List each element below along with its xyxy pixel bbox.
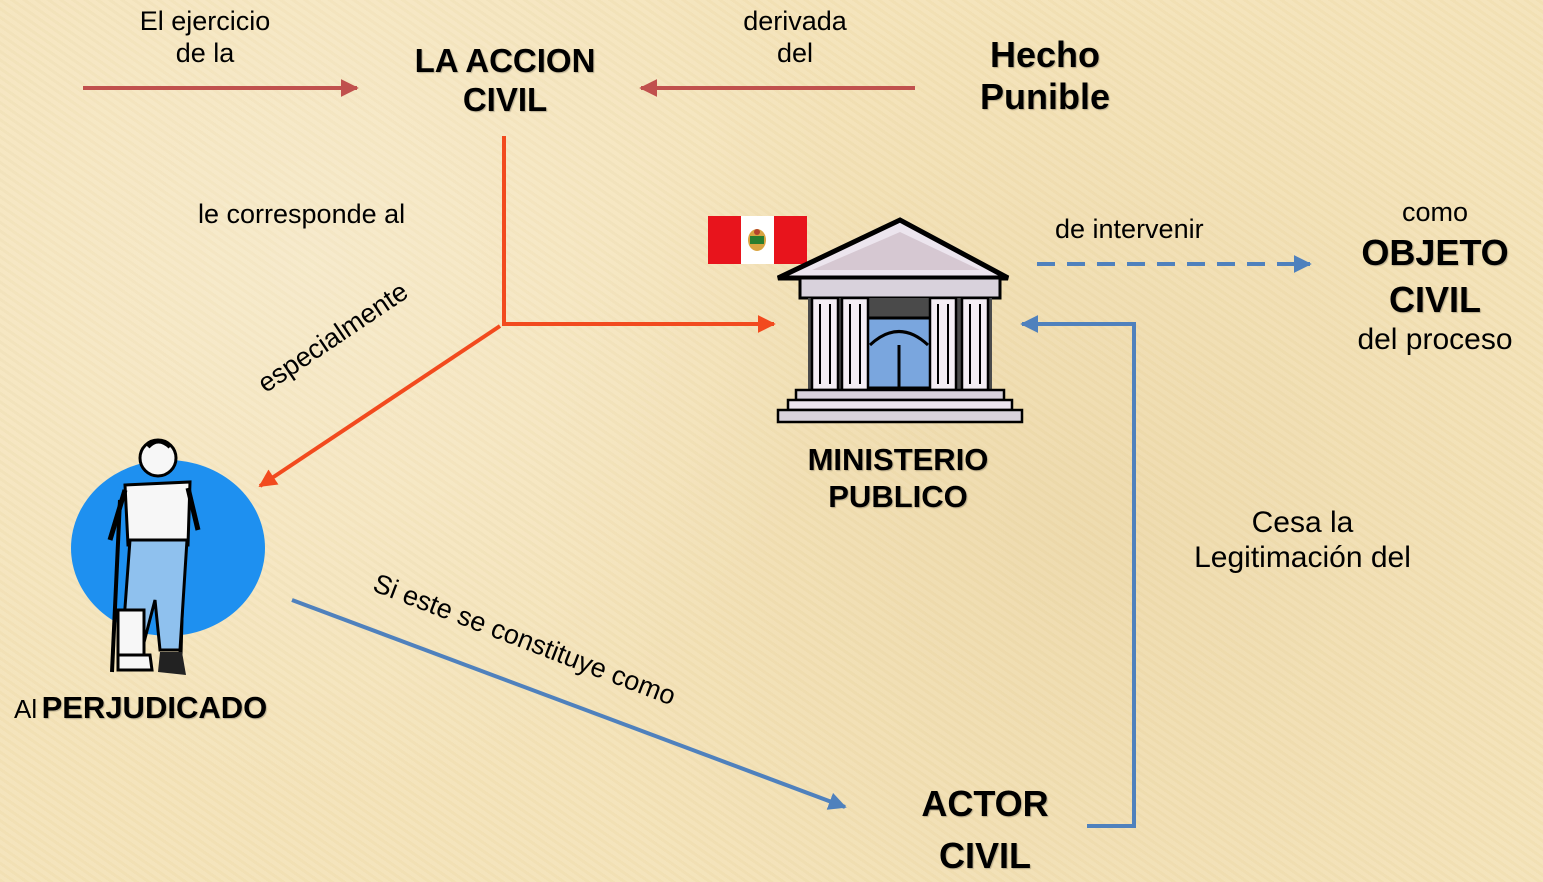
node-actor-civil: ACTOR CIVIL xyxy=(890,778,1080,882)
arrow-cesa xyxy=(1020,315,1136,828)
government-building-icon xyxy=(776,217,1024,424)
ejercicio-line2: de la xyxy=(175,37,235,68)
node-ministerio-publico: MINISTERIO PUBLICO xyxy=(773,442,1023,515)
accion-civil-line2: CIVIL xyxy=(462,80,548,118)
ejercicio-line1: El ejercicio xyxy=(139,6,271,36)
ministerio-publico-line1: MINISTERIO xyxy=(807,442,989,477)
label-intervenir: de intervenir xyxy=(1055,214,1204,244)
arrow-corresponde xyxy=(502,136,776,333)
perjudicado-main: PERJUDICADO xyxy=(41,690,268,725)
cesa-line1: Cesa la xyxy=(1251,506,1354,539)
arrow-especialmente xyxy=(258,324,502,488)
label-ejercicio: El ejercicio de la xyxy=(110,6,300,70)
cesa-line2: Legitimación del xyxy=(1194,541,1411,575)
derivada-line2: del xyxy=(776,37,814,68)
objeto-civil-line2: CIVIL xyxy=(1388,279,1481,321)
node-hecho-punible: Hecho Punible xyxy=(955,34,1135,119)
actor-civil-line2: CIVIL xyxy=(938,835,1031,877)
injured-person-icon xyxy=(71,438,265,675)
hecho-punible-line2: Punible xyxy=(979,76,1110,118)
objeto-civil-pre: como xyxy=(1401,197,1469,227)
perjudicado-pre: Al xyxy=(14,694,38,724)
node-accion-civil: LA ACCION CIVIL xyxy=(400,42,610,120)
accion-civil-line1: LA ACCION xyxy=(414,42,596,79)
node-objeto-civil: como OBJETO CIVIL del proceso xyxy=(1335,197,1535,358)
objeto-civil-post: del proceso xyxy=(1357,323,1513,357)
label-derivada: derivada del xyxy=(715,6,875,70)
arrow-constituye xyxy=(291,598,847,810)
label-cesa: Cesa la Legitimación del xyxy=(1160,505,1445,576)
ministerio-publico-line2: PUBLICO xyxy=(828,478,968,514)
peru-flag-icon xyxy=(708,216,807,264)
node-perjudicado: Al PERJUDICADO xyxy=(14,690,267,727)
label-corresponde: le corresponde al xyxy=(198,199,406,229)
hecho-punible-line1: Hecho xyxy=(989,34,1101,75)
derivada-line1: derivada xyxy=(743,6,847,36)
actor-civil-line1: ACTOR xyxy=(921,783,1049,824)
objeto-civil-line1: OBJETO xyxy=(1361,231,1509,273)
